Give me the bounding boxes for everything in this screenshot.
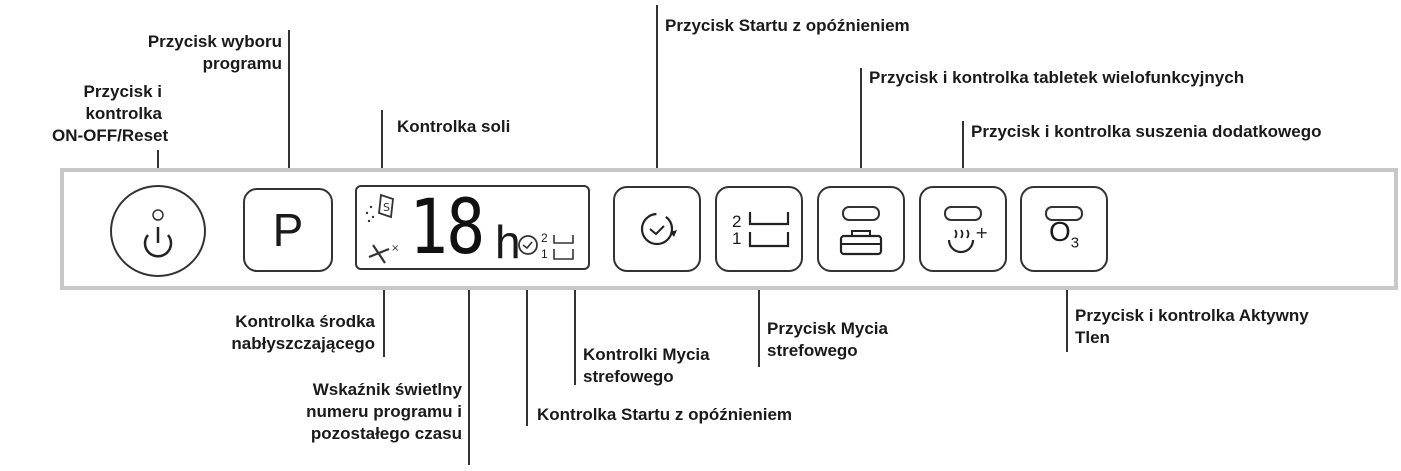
delay-start-led-icon xyxy=(518,235,538,255)
zone-wash-led-icon xyxy=(553,235,574,260)
label-rinse-aid: Kontrolka środka nabłyszczającego xyxy=(231,312,375,353)
display-unit: h xyxy=(495,216,521,268)
leader-active-oxygen xyxy=(1066,270,1068,352)
multi-tablet-led xyxy=(842,206,880,221)
zone-wash-bottom-number: 1 xyxy=(732,229,742,248)
multi-tablet-button[interactable] xyxy=(817,186,905,272)
leader-salt xyxy=(381,110,383,188)
label-zone-wash-button: Przycisk Mycia strefowego xyxy=(767,319,888,360)
extra-dry-button[interactable]: + xyxy=(919,186,1007,272)
leader-delay-start-button xyxy=(656,5,658,185)
label-multi-tablet: Przycisk i kontrolka tabletek wielofunkc… xyxy=(869,68,1245,87)
label-active-oxygen: Przycisk i kontrolka Aktywny Tlen xyxy=(1075,306,1309,347)
label-salt: Kontrolka soli xyxy=(397,117,511,136)
active-oxygen-led xyxy=(1045,206,1083,221)
label-zone-wash-leds: Kontrolki Mycia strefowego xyxy=(583,345,710,386)
o3-icon: O3 xyxy=(1048,216,1080,252)
label-extra-dry: Przycisk i kontrolka suszenia dodatkoweg… xyxy=(971,122,1322,141)
zone-wash-button[interactable]: 2 1 xyxy=(715,186,803,272)
leader-extra-dry xyxy=(962,121,964,176)
delay-clock-icon xyxy=(640,212,677,246)
extra-dry-led xyxy=(944,206,982,221)
power-icon xyxy=(143,209,173,258)
rinse-aid-icon: × xyxy=(368,243,399,264)
label-delay-start-led: Kontrolka Startu z opóźnieniem xyxy=(537,405,793,424)
leader-delay-start-led xyxy=(526,258,528,426)
label-delay-start-button: Przycisk Startu z opóźnieniem xyxy=(665,16,910,35)
onoff-button[interactable] xyxy=(110,185,206,277)
svg-text:S: S xyxy=(383,201,390,214)
zone-led-bottom-number: 1 xyxy=(541,247,548,261)
program-time-display: S × 18 h 2 1 xyxy=(355,185,590,270)
zone-wash-top-number: 2 xyxy=(732,212,742,231)
salt-icon: S xyxy=(365,193,394,223)
leader-program-button xyxy=(288,30,290,192)
zone-led-top-number: 2 xyxy=(541,231,548,245)
program-button[interactable]: P xyxy=(243,188,333,272)
leader-zone-wash-leds xyxy=(574,272,576,385)
label-display-indicator: Wskaźnik świetlny numeru programu i pozo… xyxy=(306,380,462,443)
tablet-icon xyxy=(839,230,883,256)
leader-rinse-aid xyxy=(383,262,385,357)
extra-dry-icon: + xyxy=(947,226,988,254)
active-oxygen-button[interactable]: O3 xyxy=(1020,186,1108,272)
display-digits: 18 xyxy=(409,185,485,270)
svg-text:+: + xyxy=(975,226,988,242)
leader-zone-wash-button xyxy=(758,272,760,367)
zone-wash-icon xyxy=(748,212,790,248)
leader-display-indicator xyxy=(468,270,470,465)
delay-start-button[interactable] xyxy=(613,186,701,272)
label-onoff: Przycisk i kontrolka ON-OFF/Reset xyxy=(52,82,169,145)
program-letter: P xyxy=(272,204,304,256)
label-program-button: Przycisk wyboru programu xyxy=(147,32,282,73)
leader-multi-tablet xyxy=(860,68,862,186)
svg-text:×: × xyxy=(391,243,399,254)
